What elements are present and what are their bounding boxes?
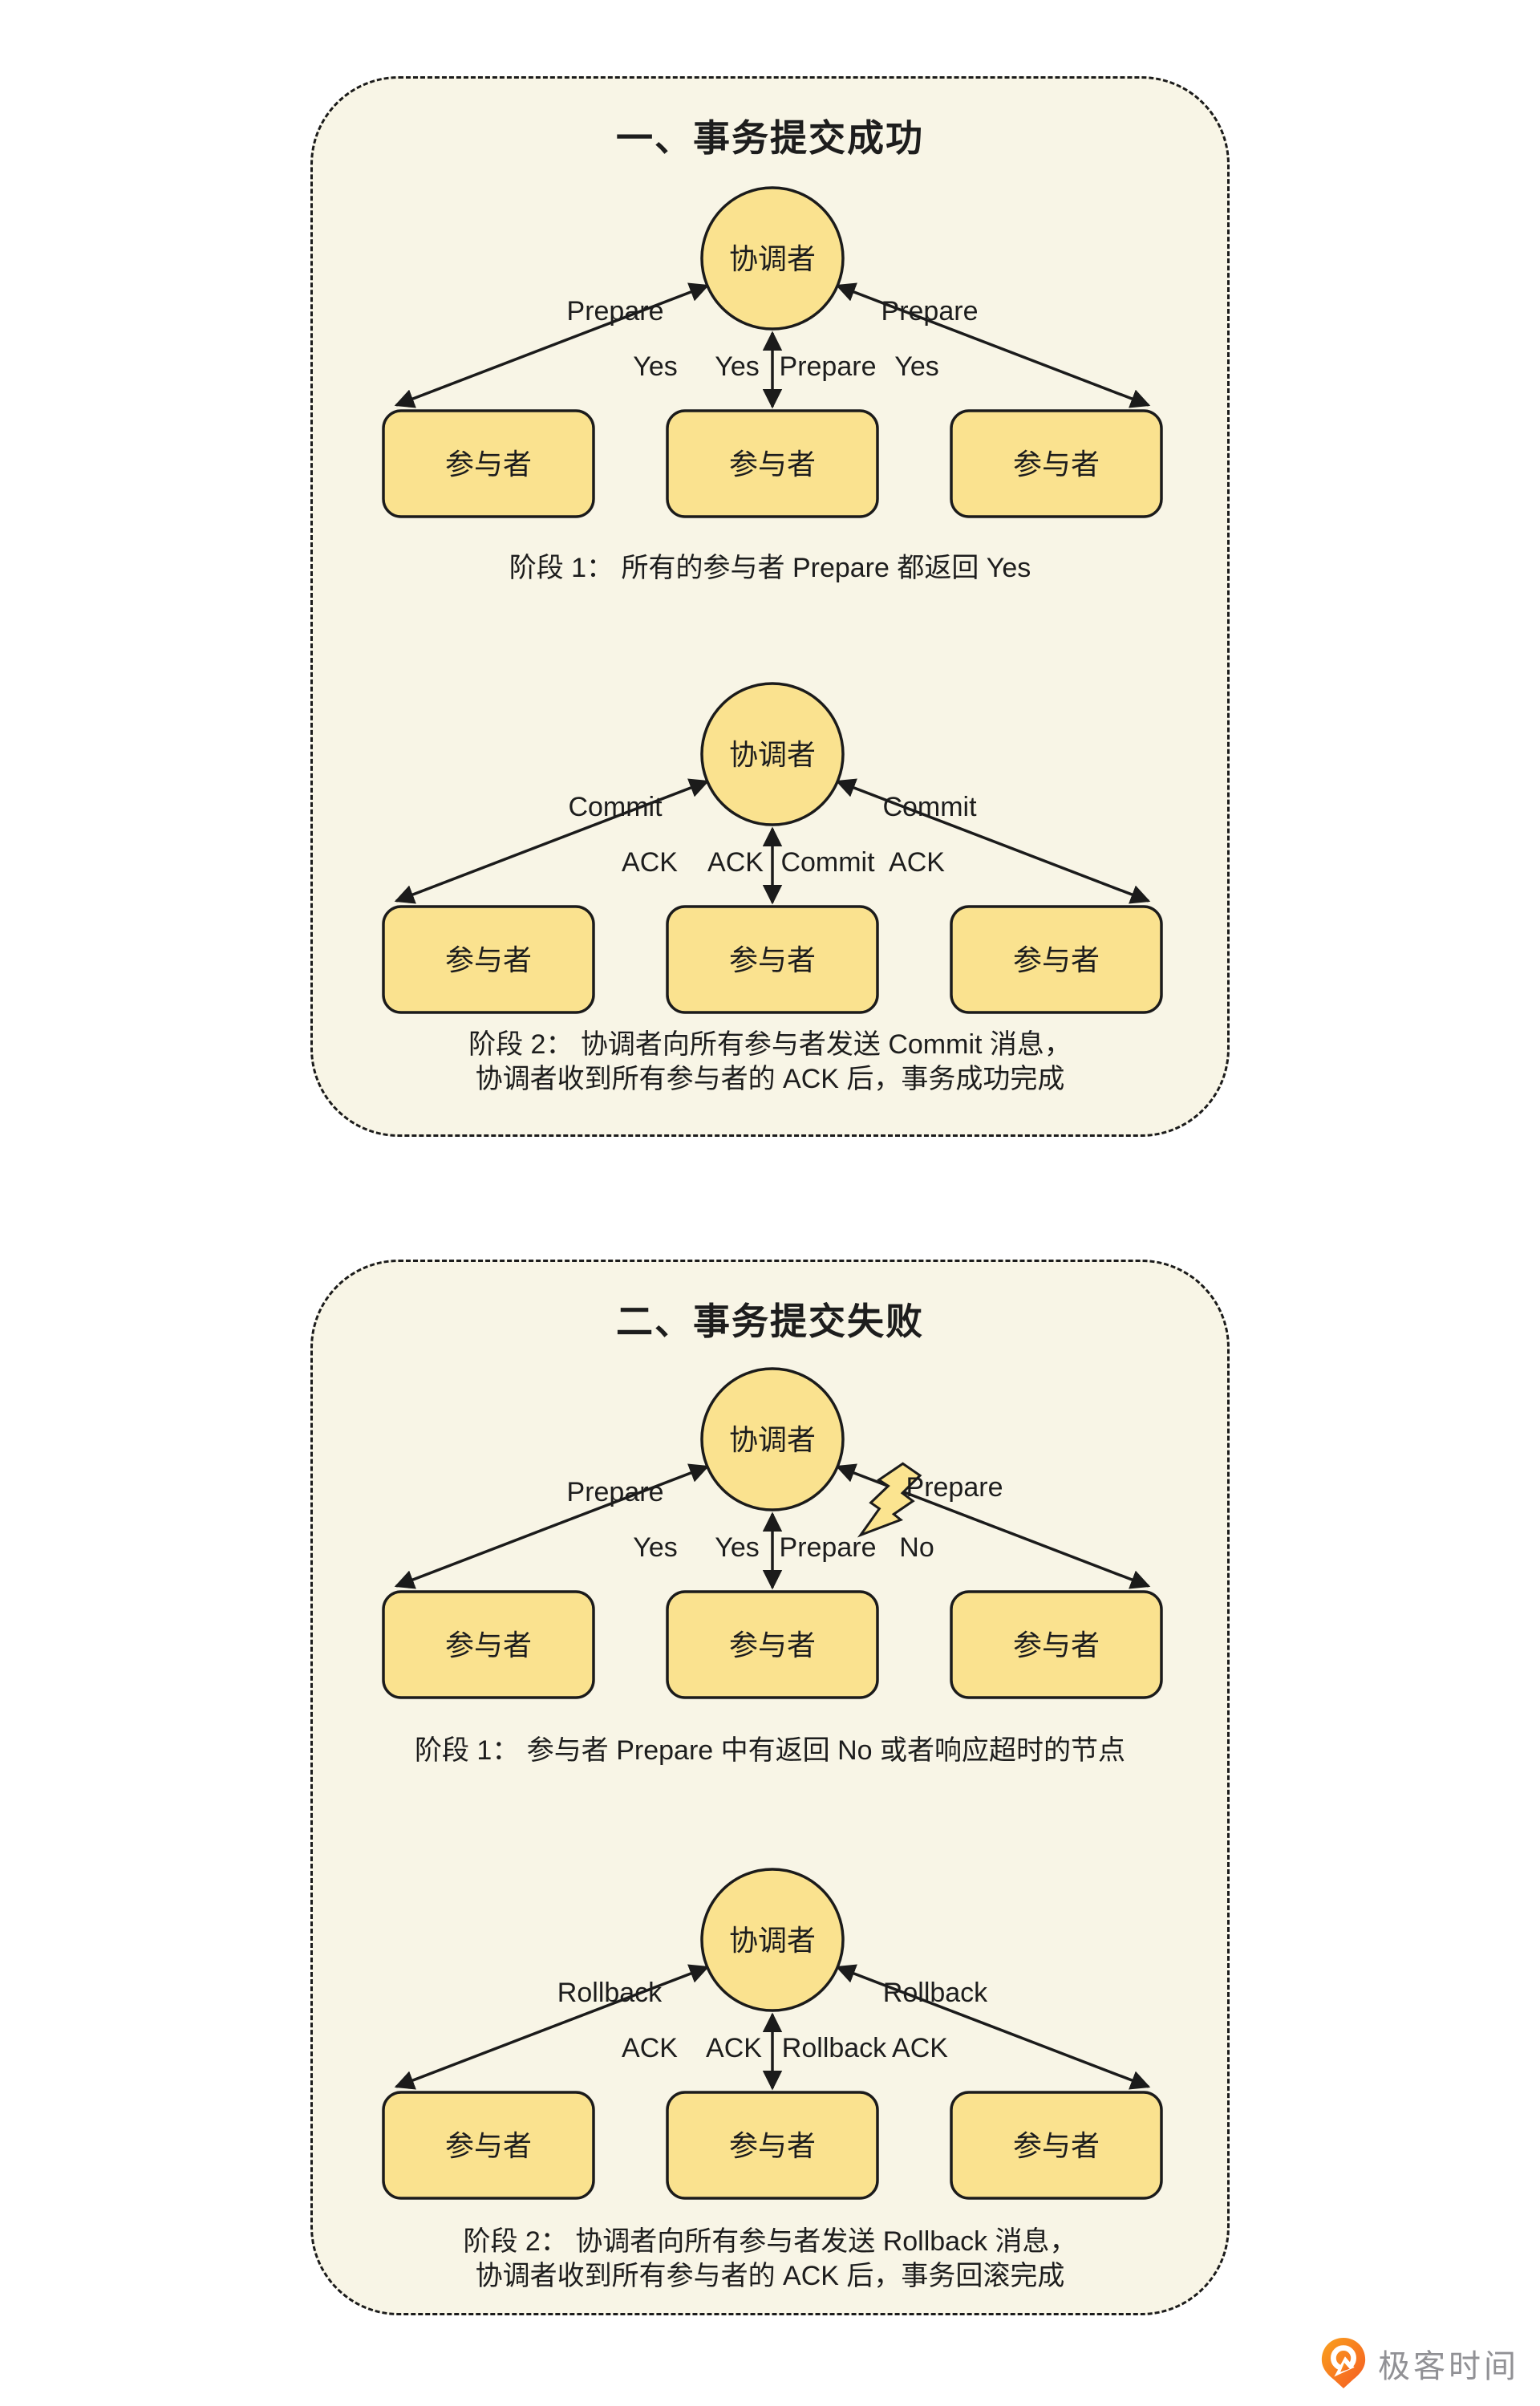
edge-label-center-right: Prepare [780, 1532, 877, 1563]
participant-label: 参与者 [1013, 448, 1100, 481]
phase-caption: 阶段 1： 参与者 Prepare 中有返回 No 或者响应超时的节点 [414, 1735, 1125, 1766]
diagram-prepare-failure: 协调者 参与者 参与者 参与者 Prepare Prepare Yes Yes … [382, 1367, 1163, 1699]
coordinator-node [700, 682, 845, 826]
edge-label-left-bottom: ACK [622, 847, 678, 878]
edge-label-center-right: Prepare [780, 351, 877, 382]
participant-label: 参与者 [1013, 943, 1100, 976]
geektime-logo-text: 极客时间 [1378, 2349, 1519, 2384]
participant-label: 参与者 [729, 2129, 816, 2162]
participant-label: 参与者 [729, 943, 816, 976]
edge-label-right-bottom: ACK [892, 2033, 948, 2063]
edge-label-right-top: Commit [882, 792, 977, 822]
geektime-logo: 极客时间 [1319, 2336, 1519, 2391]
participant-label: 参与者 [729, 448, 816, 481]
edge-label-center-right: Commit [780, 847, 875, 878]
participant-label: 参与者 [445, 2129, 532, 2162]
arrow-right [835, 282, 1151, 408]
arrow-right [835, 1964, 1151, 2090]
edge-label-left-top: Prepare [567, 296, 664, 327]
panel-title: 二、事务提交失败 [616, 1300, 924, 1342]
arrow-left [394, 778, 710, 904]
participant-label: 参与者 [445, 448, 532, 481]
coordinator-label: 协调者 [729, 242, 816, 275]
panel-title: 一、事务提交成功 [616, 117, 924, 159]
participant-label: 参与者 [729, 1629, 816, 1661]
participant-node [666, 1590, 879, 1699]
edge-label-right-bottom: ACK [889, 847, 945, 878]
phase-caption: 阶段 2： 协调者向所有参与者发送 Rollback 消息， 协调者收到所有参与… [313, 2225, 1227, 2294]
coordinator-node [700, 1868, 845, 2012]
participant-node [950, 409, 1163, 518]
participant-node [382, 409, 595, 518]
diagram-commit: 协调者 参与者 参与者 参与者 Commit Commit ACK ACK Co… [382, 682, 1163, 1014]
participant-label: 参与者 [445, 943, 532, 976]
coordinator-label: 协调者 [729, 1423, 816, 1456]
diagram-prepare-success: 协调者 参与者 参与者 参与者 Prepare Prepare Yes Yes … [382, 186, 1163, 518]
phase-caption: 阶段 1： 所有的参与者 Prepare 都返回 Yes [509, 553, 1031, 583]
edge-label-center-left: ACK [706, 2033, 762, 2063]
edge-label-center-right: Rollback [782, 2033, 887, 2063]
edge-label-left-bottom: Yes [633, 1532, 677, 1563]
caption-line: 协调者收到所有参与者的 ACK 后，事务回滚完成 [475, 2261, 1065, 2291]
caption-line: 阶段 2： 协调者向所有参与者发送 Commit 消息， [468, 1029, 1072, 1060]
edge-label-right-bottom: Yes [894, 351, 938, 382]
edge-label-left-bottom: Yes [633, 351, 677, 382]
participant-node [666, 905, 879, 1014]
panel-commit-failure: 二、事务提交失败 协调者 参与者 参与者 参与者 Prepare Prepare… [310, 1260, 1230, 2315]
participant-label: 参与者 [445, 1629, 532, 1661]
edge-label-right-bottom: No [899, 1532, 934, 1563]
edge-label-center-left: Yes [715, 351, 759, 382]
participant-node [666, 409, 879, 518]
edge-label-left-top: Prepare [567, 1477, 664, 1507]
edge-label-left-top: Commit [568, 792, 663, 822]
coordinator-label: 协调者 [729, 738, 816, 771]
participant-node [382, 1590, 595, 1699]
coordinator-node [700, 186, 845, 331]
participant-label: 参与者 [1013, 2129, 1100, 2162]
edge-label-left-top: Rollback [557, 1978, 663, 2008]
arrow-left [394, 282, 710, 408]
edge-label-right-top: Prepare [906, 1472, 1003, 1503]
panel-commit-success: 一、事务提交成功 协调者 参与者 参与者 参与者 Prepare Prepare… [310, 76, 1230, 1137]
participant-node [950, 2091, 1163, 2200]
edge-label-center-left: Yes [715, 1532, 759, 1563]
edge-label-right-top: Prepare [881, 296, 979, 327]
coordinator-label: 协调者 [729, 1924, 816, 1957]
arrow-right [835, 778, 1151, 904]
participant-label: 参与者 [1013, 1629, 1100, 1661]
edge-label-left-bottom: ACK [622, 2033, 678, 2063]
arrow-left [394, 1463, 710, 1589]
participant-node [950, 1590, 1163, 1699]
caption-line: 协调者收到所有参与者的 ACK 后，事务成功完成 [475, 1064, 1065, 1094]
participant-node [666, 2091, 879, 2200]
coordinator-node [700, 1367, 845, 1511]
lightning-icon [857, 1462, 922, 1538]
participant-node [382, 905, 595, 1014]
geektime-logo-icon [1321, 2338, 1366, 2388]
edge-label-right-top: Rollback [883, 1978, 988, 2008]
phase-caption: 阶段 2： 协调者向所有参与者发送 Commit 消息， 协调者收到所有参与者的… [313, 1028, 1227, 1097]
caption-line: 阶段 2： 协调者向所有参与者发送 Rollback 消息， [463, 2226, 1077, 2257]
edge-label-center-left: ACK [707, 847, 764, 878]
diagram-rollback: 协调者 参与者 参与者 参与者 Rollback Rollback ACK AC… [382, 1868, 1163, 2200]
participant-node [950, 905, 1163, 1014]
arrow-left [394, 1964, 710, 2090]
participant-node [382, 2091, 595, 2200]
